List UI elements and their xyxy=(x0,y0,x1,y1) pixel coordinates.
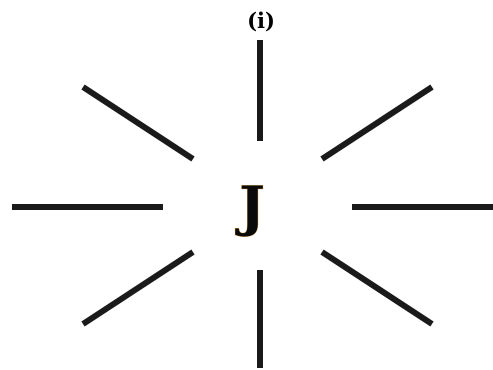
ray-northwest xyxy=(81,84,195,162)
ray-southeast xyxy=(320,249,434,327)
ray-northeast xyxy=(320,84,434,162)
rays xyxy=(12,40,493,368)
center-letter: J xyxy=(235,174,265,238)
ray-southwest xyxy=(81,249,195,327)
panel-label: (i) xyxy=(247,8,275,33)
